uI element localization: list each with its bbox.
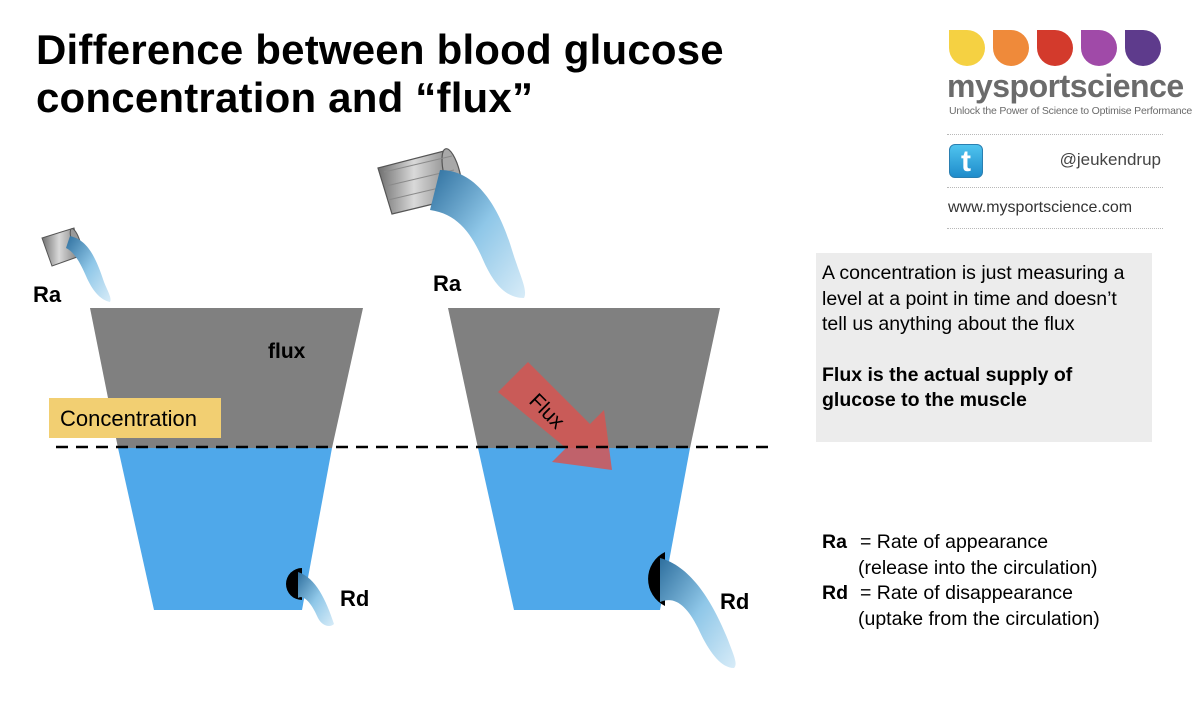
twitter-handle[interactable]: @jeukendrup [1059,150,1161,169]
brand-wordmark: mysportscience [947,68,1184,104]
legend-rd-detail: (uptake from the circulation) [858,607,1100,630]
right-rd-pour-icon [660,558,736,668]
divider [947,228,1163,229]
drop-2 [993,30,1029,66]
twitter-icon[interactable]: t [949,144,983,178]
legend-ra-row: Ra = Rate of appearance [822,530,1100,556]
info-paragraph-concentration: A concentration is just measuring a leve… [822,262,1125,335]
title-line-1: Difference between blood glucose [36,26,724,73]
website-link[interactable]: www.mysportscience.com [948,199,1133,216]
drop-3 [1037,30,1073,66]
left-water [118,448,332,610]
right-ra-pour-icon [430,170,526,298]
left-rd-label: Rd [340,586,369,611]
left-rd-pour-icon [298,572,334,626]
concentration-label-bg [49,398,221,438]
right-rd-label: Rd [720,589,749,614]
drop-4 [1081,30,1117,66]
right-ra-label: Ra [433,271,462,296]
legend-rd-definition: = Rate of disappearance [860,582,1074,604]
legend: Ra = Rate of appearance (release into the… [822,530,1100,632]
legend-ra-definition: = Rate of appearance [860,531,1049,553]
brand-tagline: Unlock the Power of Science to Optimise … [949,105,1193,117]
legend-ra-detail: (release into the circulation) [858,556,1098,579]
flux-arrow [498,362,612,470]
brand-logo-drops [949,30,1161,66]
right-container-upper [448,308,720,448]
title-line-2: concentration and “flux” [36,74,534,121]
legend-ra-abbr: Ra [822,531,847,553]
left-ra-pour-icon [66,236,111,302]
right-water [478,448,690,610]
concentration-label: Concentration [60,406,197,431]
page-title: Difference between blood glucose concent… [36,26,836,122]
drop-5 [1125,30,1161,66]
legend-rd-abbr: Rd [822,582,848,604]
left-flux-label: flux [268,340,306,363]
divider [947,134,1163,135]
legend-rd-row: Rd = Rate of disappearance [822,581,1100,607]
divider [947,187,1163,188]
drop-1 [949,30,985,66]
left-ra-label: Ra [33,282,62,307]
info-paragraph-flux: Flux is the actual supply of glucose to … [822,363,1073,412]
info-box: A concentration is just measuring a leve… [816,253,1152,442]
